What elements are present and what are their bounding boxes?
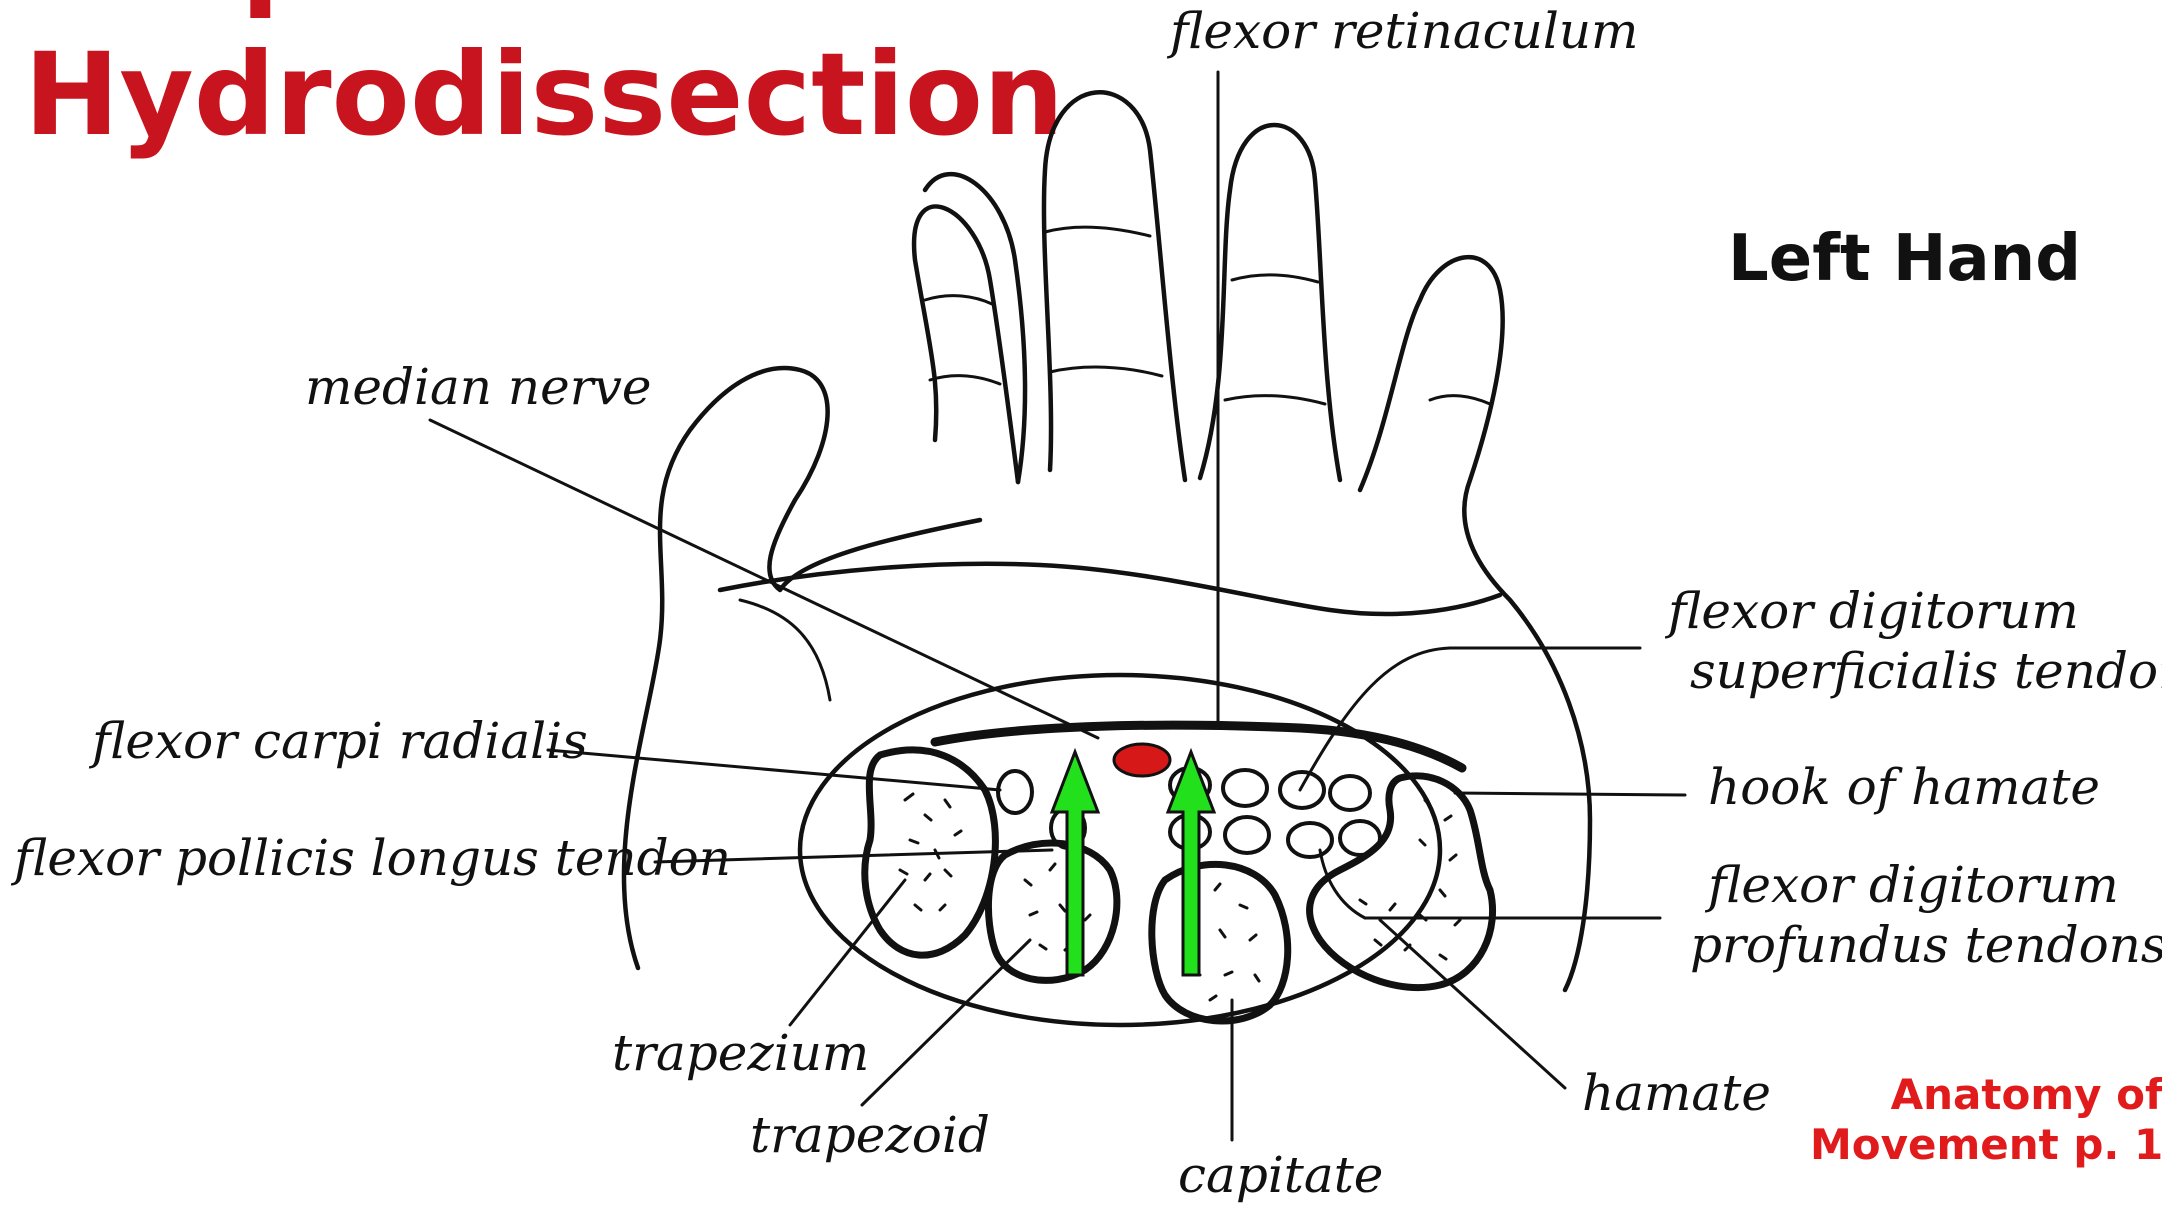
crease-ring-1: [1232, 275, 1318, 282]
leader-fds-curve: [1300, 648, 1450, 790]
crease-ring-2: [1225, 396, 1325, 404]
ring-finger: [1200, 125, 1340, 480]
crease-little-1: [1430, 396, 1490, 404]
capitate-bone: [1152, 864, 1288, 1021]
leader-flexor-carpi-radialis: [548, 750, 1000, 790]
leader-median-nerve: [430, 420, 1098, 738]
label-median-nerve: median nerve: [305, 358, 651, 416]
middle-finger: [1044, 92, 1185, 480]
palm-crease: [720, 564, 1500, 614]
crease-middle-2: [1050, 367, 1162, 376]
label-flexor-retinaculum: flexor retinaculum: [1166, 2, 1638, 60]
leader-hamate: [1380, 920, 1565, 1088]
crease-index-2: [930, 376, 1000, 384]
leader-trapezoid: [862, 940, 1030, 1105]
index-finger: [914, 206, 1018, 482]
trapezoid-bone: [988, 843, 1116, 980]
leader-hook-of-hamate: [1455, 793, 1685, 795]
flexor-retinaculum: [935, 725, 1462, 768]
label-trapezium: trapezium: [612, 1024, 869, 1082]
crease-index-1: [925, 296, 992, 304]
label-trapezoid: trapezoid: [750, 1106, 990, 1164]
flexor-digitorum-profundus-tendons: [1170, 815, 1380, 857]
label-hook-of-hamate: hook of hamate: [1708, 758, 2100, 816]
up-arrow-icon: [1052, 752, 1098, 975]
leader-trapezium: [790, 880, 905, 1025]
thenar-crease: [740, 600, 830, 700]
label-fds-2: superficialis tendons: [1690, 642, 2162, 700]
hydrodissection-arrows: [1052, 752, 1214, 975]
label-fdp-1: flexor digitorum: [1704, 856, 2119, 914]
label-flexor-carpi-radialis: flexor carpi radialis: [88, 712, 588, 770]
median-nerve-marker: [1114, 744, 1170, 776]
little-finger: [1360, 257, 1590, 990]
label-capitate: capitate: [1178, 1146, 1383, 1204]
crease-middle-1: [1045, 227, 1150, 236]
flexor-carpi-radialis-tendon: [998, 771, 1032, 813]
label-hamate: hamate: [1582, 1064, 1771, 1122]
label-fds-1: flexor digitorum: [1664, 582, 2079, 640]
label-fdp-2: profundus tendons: [1690, 916, 2162, 974]
label-flexor-pollicis-longus: flexor pollicis longus tendon: [10, 829, 731, 887]
